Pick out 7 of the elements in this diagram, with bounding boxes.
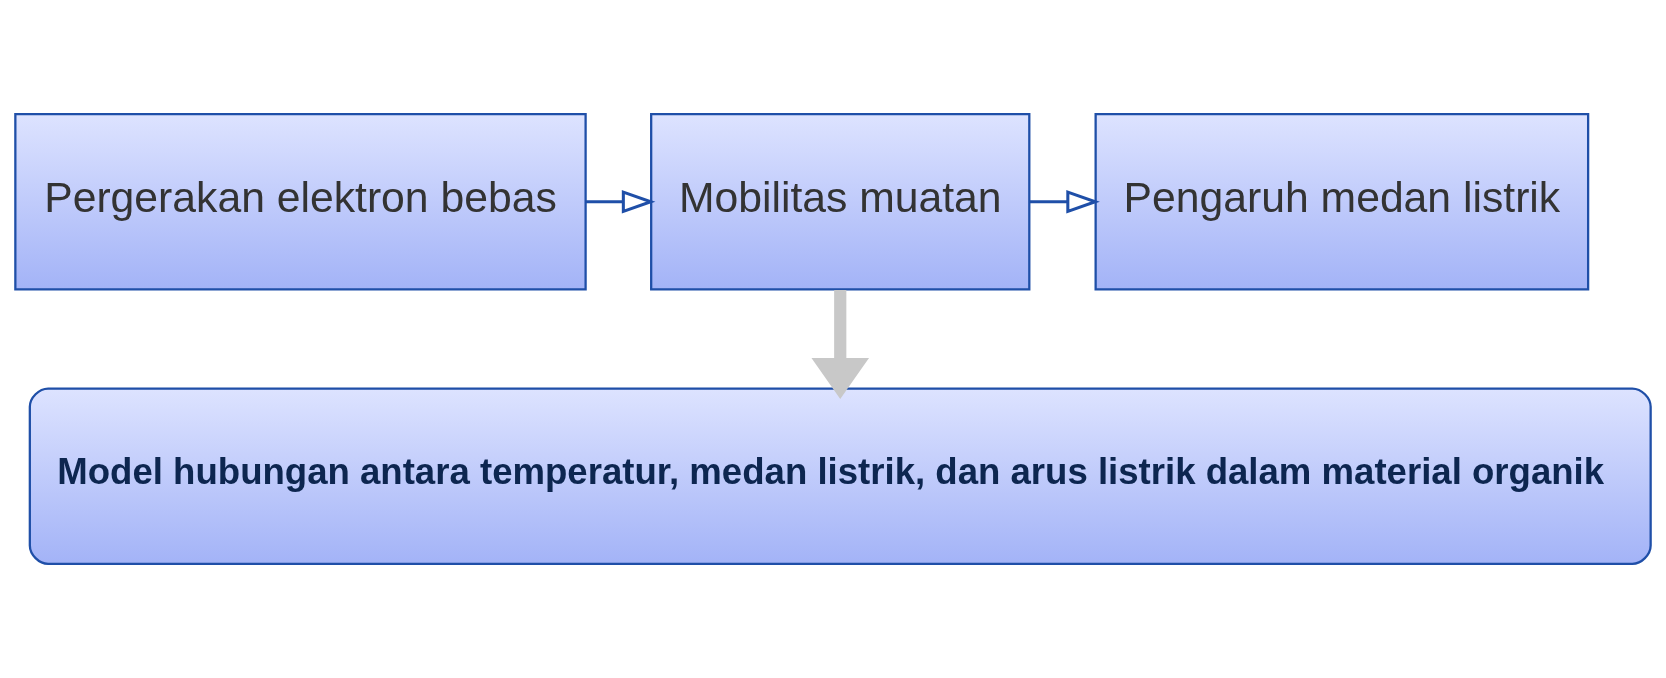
node-box: Pengaruh medan listrik — [1094, 112, 1590, 291]
arrow — [585, 190, 656, 214]
arrow — [811, 289, 870, 400]
node-box: Model hubungan antara temperatur, medan listrik, dan arus listrik dalam material organik — [28, 387, 1652, 566]
arrow — [1029, 190, 1100, 214]
node-box: Mobilitas muatan — [650, 112, 1031, 291]
node-box: Pergerakan elektron bebas — [14, 112, 587, 291]
